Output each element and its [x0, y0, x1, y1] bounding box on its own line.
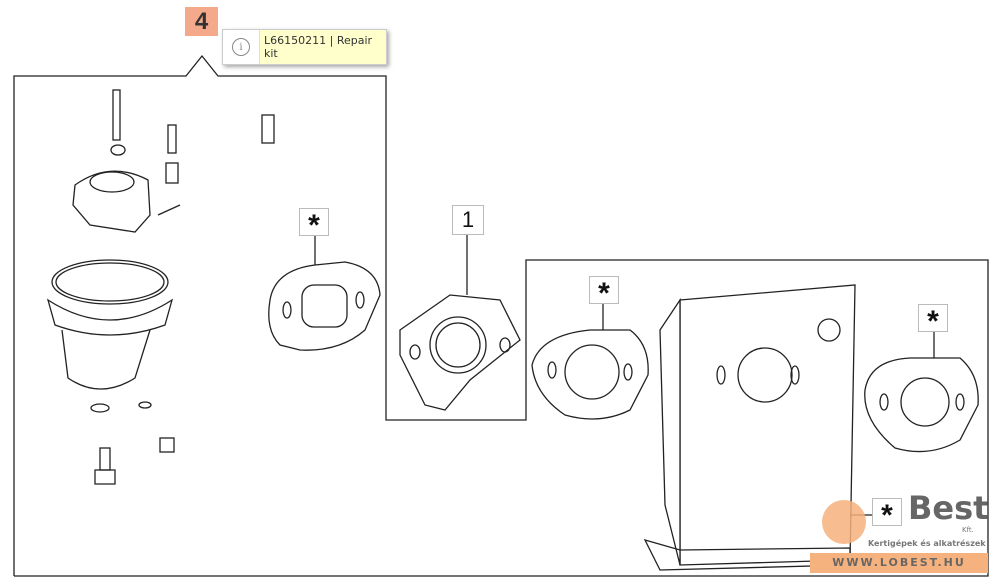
tooltip-text: L66150211 | Repair kit	[260, 30, 386, 64]
logo-tagline: Kertigépek és alkatrészek	[868, 539, 986, 548]
group-4-frame	[13, 54, 989, 577]
logo-brand: Best	[908, 489, 989, 527]
carburetor-parts	[46, 89, 275, 485]
callout-gasket-right[interactable]: *	[918, 304, 948, 337]
callout-bottom[interactable]: *	[872, 498, 902, 531]
callout-part-1[interactable]: 1	[452, 205, 484, 235]
gasket-left	[268, 236, 381, 351]
part-tooltip: i L66150211 | Repair kit	[222, 29, 387, 65]
logo-circle	[822, 500, 866, 544]
logo-suffix: Kft.	[962, 526, 974, 534]
callout-gasket-left[interactable]: *	[299, 208, 329, 241]
gasket-right	[864, 332, 979, 453]
callout-gasket-mid[interactable]: *	[589, 276, 619, 309]
lobest-logo: * Best Kft. Kertigépek és alkatrészek WW…	[810, 490, 990, 575]
logo-url: WWW.LOBEST.HU	[810, 553, 988, 573]
gasket-mid	[531, 304, 649, 420]
intake-spacer	[399, 233, 521, 411]
info-icon: i	[223, 30, 260, 64]
heat-shield-plate	[643, 284, 856, 571]
group-4-badge[interactable]: 4	[185, 7, 218, 36]
